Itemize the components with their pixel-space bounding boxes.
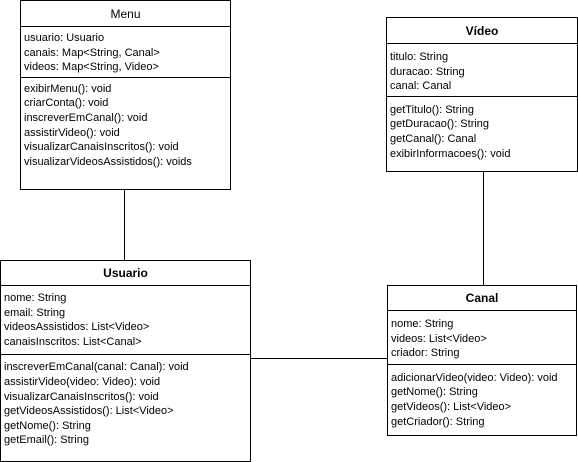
class-video-methods: getTitulo(): String getDuracao(): String… — [387, 97, 577, 163]
attribute: videos: List<Video> — [391, 332, 487, 345]
method: getNome(): String — [4, 419, 91, 432]
attribute: nome: String — [391, 318, 454, 330]
method: getDuracao(): String — [390, 118, 490, 131]
method: exibirInformacoes(): void — [390, 147, 511, 160]
connector-video-canal — [483, 171, 484, 286]
method: assistirVideo(): void — [24, 126, 120, 139]
method: getCanal(): Canal — [390, 132, 477, 145]
class-canal-name: Canal — [388, 286, 576, 311]
method: inscreverEmCanal(): void — [24, 111, 148, 124]
method: getNome(): String — [391, 386, 478, 399]
class-menu[interactable]: Menu usuario: Usuario canais: Map<String… — [20, 0, 231, 190]
method: criarConta(): void — [24, 97, 109, 110]
class-video-name: Vídeo — [387, 18, 577, 44]
attribute: email: String — [4, 306, 66, 319]
method: getEmail(): String — [4, 434, 89, 447]
class-video-attributes: titulo: String duracao: String canal: Ca… — [387, 44, 577, 97]
attribute: criador: String — [391, 347, 460, 360]
attribute: canaisInscritos: List<Canal> — [4, 335, 142, 348]
method: visualizarCanaisInscritos(): void — [4, 390, 159, 403]
class-menu-methods: exibirMenu(): void criarConta(): void in… — [21, 78, 230, 172]
attribute: duracao: String — [390, 65, 465, 78]
attribute: videos: Map<String, Video> — [24, 61, 159, 74]
method: adicionarVideo(video: Video): void — [391, 371, 558, 384]
class-canal[interactable]: Canal nome: String videos: List<Video> c… — [387, 285, 577, 436]
method: visualizarCanaisInscritos(): void — [24, 141, 179, 154]
connector-usuario-canal — [250, 358, 387, 359]
attribute: canal: Canal — [390, 80, 452, 93]
method: inscreverEmCanal(canal: Canal): void — [4, 361, 189, 374]
class-usuario-methods: inscreverEmCanal(canal: Canal): void ass… — [1, 355, 250, 450]
attribute: canais: Map<String, Canal> — [24, 46, 160, 59]
class-canal-methods: adicionarVideo(video: Video): void getNo… — [388, 365, 576, 431]
class-video[interactable]: Vídeo titulo: String duracao: String can… — [386, 17, 578, 172]
method: visualizarVideosAssistidos(): voids — [24, 155, 192, 168]
class-canal-attributes: nome: String videos: List<Video> criador… — [388, 311, 576, 365]
attribute: videosAssistidos: List<Video> — [4, 321, 150, 334]
attribute: usuario: Usuario — [24, 32, 105, 44]
class-usuario[interactable]: Usuario nome: String email: String video… — [0, 260, 251, 462]
connector-menu-usuario — [124, 189, 125, 261]
class-usuario-attributes: nome: String email: String videosAssisti… — [1, 286, 250, 356]
method: getCriador(): String — [391, 415, 485, 428]
attribute: nome: String — [4, 292, 67, 304]
method: getVideosAssistidos(): List<Video> — [4, 405, 174, 418]
method: exibirMenu(): void — [24, 82, 112, 95]
method: assistirVideo(video: Video): void — [4, 375, 161, 388]
class-menu-name: Menu — [21, 1, 230, 27]
class-menu-attributes: usuario: Usuario canais: Map<String, Can… — [21, 27, 230, 78]
attribute: titulo: String — [390, 51, 449, 63]
method: getTitulo(): String — [390, 103, 474, 116]
method: getVideos(): List<Video> — [391, 400, 512, 413]
class-usuario-name: Usuario — [1, 261, 250, 286]
